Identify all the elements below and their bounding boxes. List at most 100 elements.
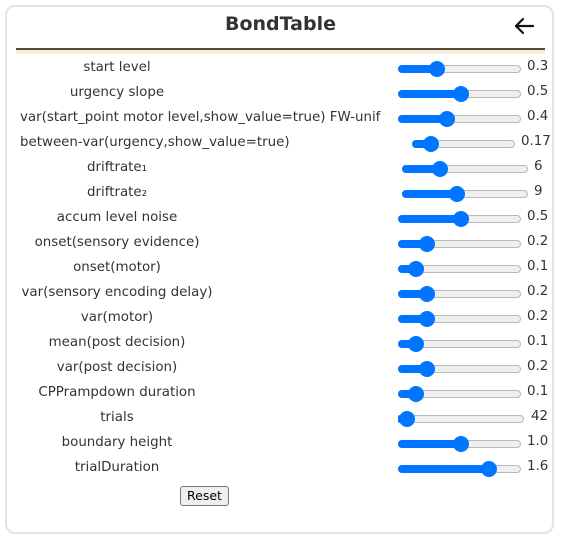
parameter-label: var(post decision) <box>56 360 178 375</box>
slider-fill <box>398 115 447 123</box>
slider-thumb[interactable] <box>419 236 435 252</box>
slider-thumb[interactable] <box>429 61 445 77</box>
parameter-row: var(start_point motor level,show_value=t… <box>0 107 561 132</box>
parameter-value: 0.2 <box>527 284 549 299</box>
parameter-slider[interactable] <box>398 311 521 327</box>
parameter-value: 0.3 <box>527 59 549 74</box>
parameter-slider[interactable] <box>398 261 521 277</box>
parameter-row: trials 42 <box>0 407 561 432</box>
slider-thumb[interactable] <box>408 261 424 277</box>
parameter-row: start level 0.3 <box>0 57 561 82</box>
parameter-value: 1.6 <box>527 459 549 474</box>
slider-thumb[interactable] <box>439 111 455 127</box>
parameter-slider[interactable] <box>402 161 528 177</box>
parameter-label: boundary height <box>61 435 173 450</box>
parameter-row: onset(motor) 0.1 <box>0 257 561 282</box>
parameter-value: 0.1 <box>527 334 549 349</box>
parameter-slider[interactable] <box>398 386 521 402</box>
parameter-row: onset(sensory evidence)0.2 <box>0 232 561 257</box>
parameter-slider[interactable] <box>398 411 524 427</box>
parameter-value: 0.1 <box>527 259 549 274</box>
parameter-row: driftrate₁ 6 <box>0 157 561 182</box>
parameter-row: urgency slope 0.5 <box>0 82 561 107</box>
slider-fill <box>398 240 427 248</box>
parameter-slider[interactable] <box>398 286 521 302</box>
parameter-value: 0.4 <box>527 109 549 124</box>
parameter-value: 0.17 <box>521 134 551 149</box>
parameter-slider[interactable] <box>398 436 521 452</box>
slider-thumb[interactable] <box>419 361 435 377</box>
parameter-slider[interactable] <box>398 361 521 377</box>
parameter-slider[interactable] <box>398 336 521 352</box>
parameter-label: var(motor) <box>80 310 154 325</box>
parameter-label: mean(post decision) <box>48 335 186 350</box>
slider-thumb[interactable] <box>453 211 469 227</box>
parameter-value: 42 <box>531 409 549 424</box>
parameter-slider[interactable] <box>402 186 528 202</box>
parameter-slider[interactable] <box>412 136 515 152</box>
parameter-label: trialDuration <box>74 460 160 475</box>
parameter-value: 9 <box>534 184 543 199</box>
slider-fill <box>412 140 431 148</box>
parameter-slider[interactable] <box>398 461 521 477</box>
arrow-left-icon[interactable] <box>513 16 535 36</box>
parameter-row: var(post decision) 0.2 <box>0 357 561 382</box>
slider-fill <box>398 390 416 398</box>
parameter-value: 0.1 <box>527 384 549 399</box>
parameter-value: 0.2 <box>527 309 549 324</box>
slider-fill <box>398 265 416 273</box>
slider-fill <box>402 190 457 198</box>
slider-thumb[interactable] <box>419 311 435 327</box>
header-divider-shadow <box>16 50 545 54</box>
slider-thumb[interactable] <box>408 386 424 402</box>
slider-thumb[interactable] <box>408 336 424 352</box>
parameter-slider[interactable] <box>398 86 521 102</box>
parameter-row: CPPrampdown duration 0.1 <box>0 382 561 407</box>
parameter-label: start level <box>83 60 151 75</box>
parameter-row: between-var(urgency,show_value=true) 0.17 <box>0 132 561 157</box>
slider-fill <box>398 90 461 98</box>
parameter-label: accum level noise <box>56 210 178 225</box>
parameter-value: 6 <box>534 159 543 174</box>
slider-fill <box>398 365 427 373</box>
header-divider <box>16 48 545 50</box>
parameter-row: var(sensory encoding delay) 0.2 <box>0 282 561 307</box>
slider-thumb[interactable] <box>481 461 497 477</box>
slider-fill <box>402 165 440 173</box>
parameter-row: mean(post decision) 0.1 <box>0 332 561 357</box>
reset-button[interactable]: Reset <box>180 486 229 506</box>
parameter-row: boundary height 1.0 <box>0 432 561 457</box>
parameter-value: 1.0 <box>527 434 549 449</box>
parameter-row: trialDuration 1.6 <box>0 457 561 482</box>
parameter-label: trials <box>100 410 134 425</box>
parameter-label: between-var(urgency,show_value=true) <box>20 135 290 150</box>
slider-thumb[interactable] <box>453 436 469 452</box>
parameter-slider[interactable] <box>398 236 521 252</box>
slider-thumb[interactable] <box>453 86 469 102</box>
slider-thumb[interactable] <box>399 411 415 427</box>
slider-fill <box>398 65 437 73</box>
slider-thumb[interactable] <box>423 136 439 152</box>
slider-fill <box>398 465 489 473</box>
parameter-slider[interactable] <box>398 211 521 227</box>
parameter-label: onset(motor) <box>73 260 161 275</box>
slider-thumb[interactable] <box>432 161 448 177</box>
parameter-value: 0.2 <box>527 359 549 374</box>
parameter-label: urgency slope <box>69 85 165 100</box>
slider-fill <box>398 340 416 348</box>
parameter-slider[interactable] <box>398 111 521 127</box>
parameter-label: var(start_point motor level,show_value=t… <box>20 110 381 125</box>
slider-thumb[interactable] <box>449 186 465 202</box>
parameter-label: driftrate₁ <box>86 160 148 175</box>
slider-fill <box>398 215 461 223</box>
parameter-label: var(sensory encoding delay) <box>21 285 213 300</box>
parameter-label: CPPrampdown duration <box>38 385 196 400</box>
parameter-row: var(motor) 0.2 <box>0 307 561 332</box>
page-title: BondTable <box>225 13 336 35</box>
parameter-value: 0.2 <box>527 234 549 249</box>
parameter-value: 0.5 <box>527 84 549 99</box>
parameter-slider[interactable] <box>398 61 521 77</box>
slider-thumb[interactable] <box>419 286 435 302</box>
